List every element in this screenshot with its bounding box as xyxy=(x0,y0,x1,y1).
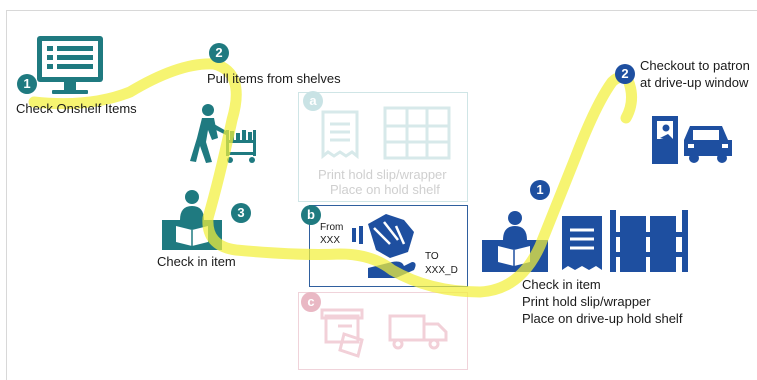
receipt-icon-right xyxy=(562,216,602,270)
right-step-2-badge: 2 xyxy=(615,64,635,84)
option-c-box xyxy=(298,292,468,370)
step-2-badge: 2 xyxy=(209,43,229,63)
computer-monitor-icon xyxy=(37,36,103,94)
shelves-icon-right xyxy=(610,210,688,272)
step-1-badge: 1 xyxy=(17,74,37,94)
car-icon xyxy=(684,126,732,163)
transfer-from-label: From xyxy=(320,222,344,233)
diagram-frame xyxy=(6,10,757,380)
option-a-line1: Print hold slip/wrapper xyxy=(318,167,447,182)
check-in-label: Check in item xyxy=(157,254,236,269)
drive-up-window-label: at drive-up window xyxy=(640,75,749,90)
option-a-line2: Place on hold shelf xyxy=(330,182,440,197)
pull-items-label: Pull items from shelves xyxy=(207,71,341,86)
right-check-in-label: Check in item xyxy=(522,277,601,292)
option-c-badge: c xyxy=(301,292,321,312)
package-box-icon xyxy=(320,308,364,358)
option-a-box xyxy=(298,92,468,202)
option-a-badge: a xyxy=(303,91,323,111)
highlighter-path xyxy=(28,58,637,298)
check-onshelf-label: Check Onshelf Items xyxy=(16,101,137,116)
person-cart-icon xyxy=(190,104,256,163)
shelves-icon xyxy=(383,106,451,160)
checkout-patron-label: Checkout to patron xyxy=(640,58,750,73)
right-step-1-badge: 1 xyxy=(530,180,550,200)
drive-up-window-icon xyxy=(652,116,678,164)
step-3-badge: 3 xyxy=(231,203,251,223)
right-print-slip-label: Print hold slip/wrapper xyxy=(522,294,651,309)
transfer-to-label: TO xyxy=(425,251,439,262)
option-b-badge: b xyxy=(301,205,321,225)
right-drive-up-shelf-label: Place on drive-up hold shelf xyxy=(522,311,683,326)
option-b-box xyxy=(309,205,468,287)
receipt-icon xyxy=(321,110,359,160)
transfer-from-value: XXX xyxy=(320,235,341,246)
delivery-truck-icon xyxy=(388,314,448,350)
transfer-to-value: XXX_D xyxy=(425,265,458,276)
